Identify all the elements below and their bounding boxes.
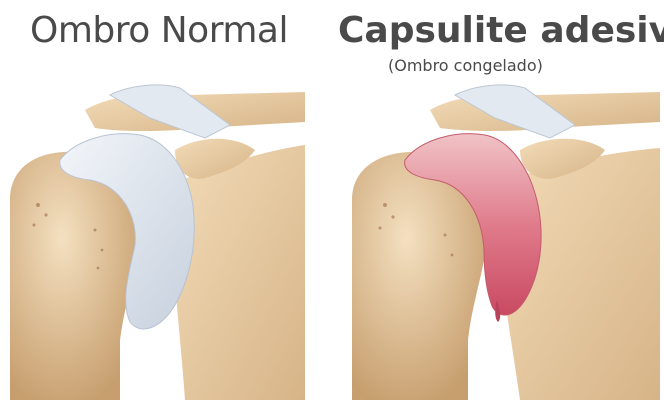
frozen-shoulder-figure <box>352 85 660 400</box>
scapula-left <box>170 145 305 400</box>
normal-shoulder-figure <box>10 85 305 400</box>
